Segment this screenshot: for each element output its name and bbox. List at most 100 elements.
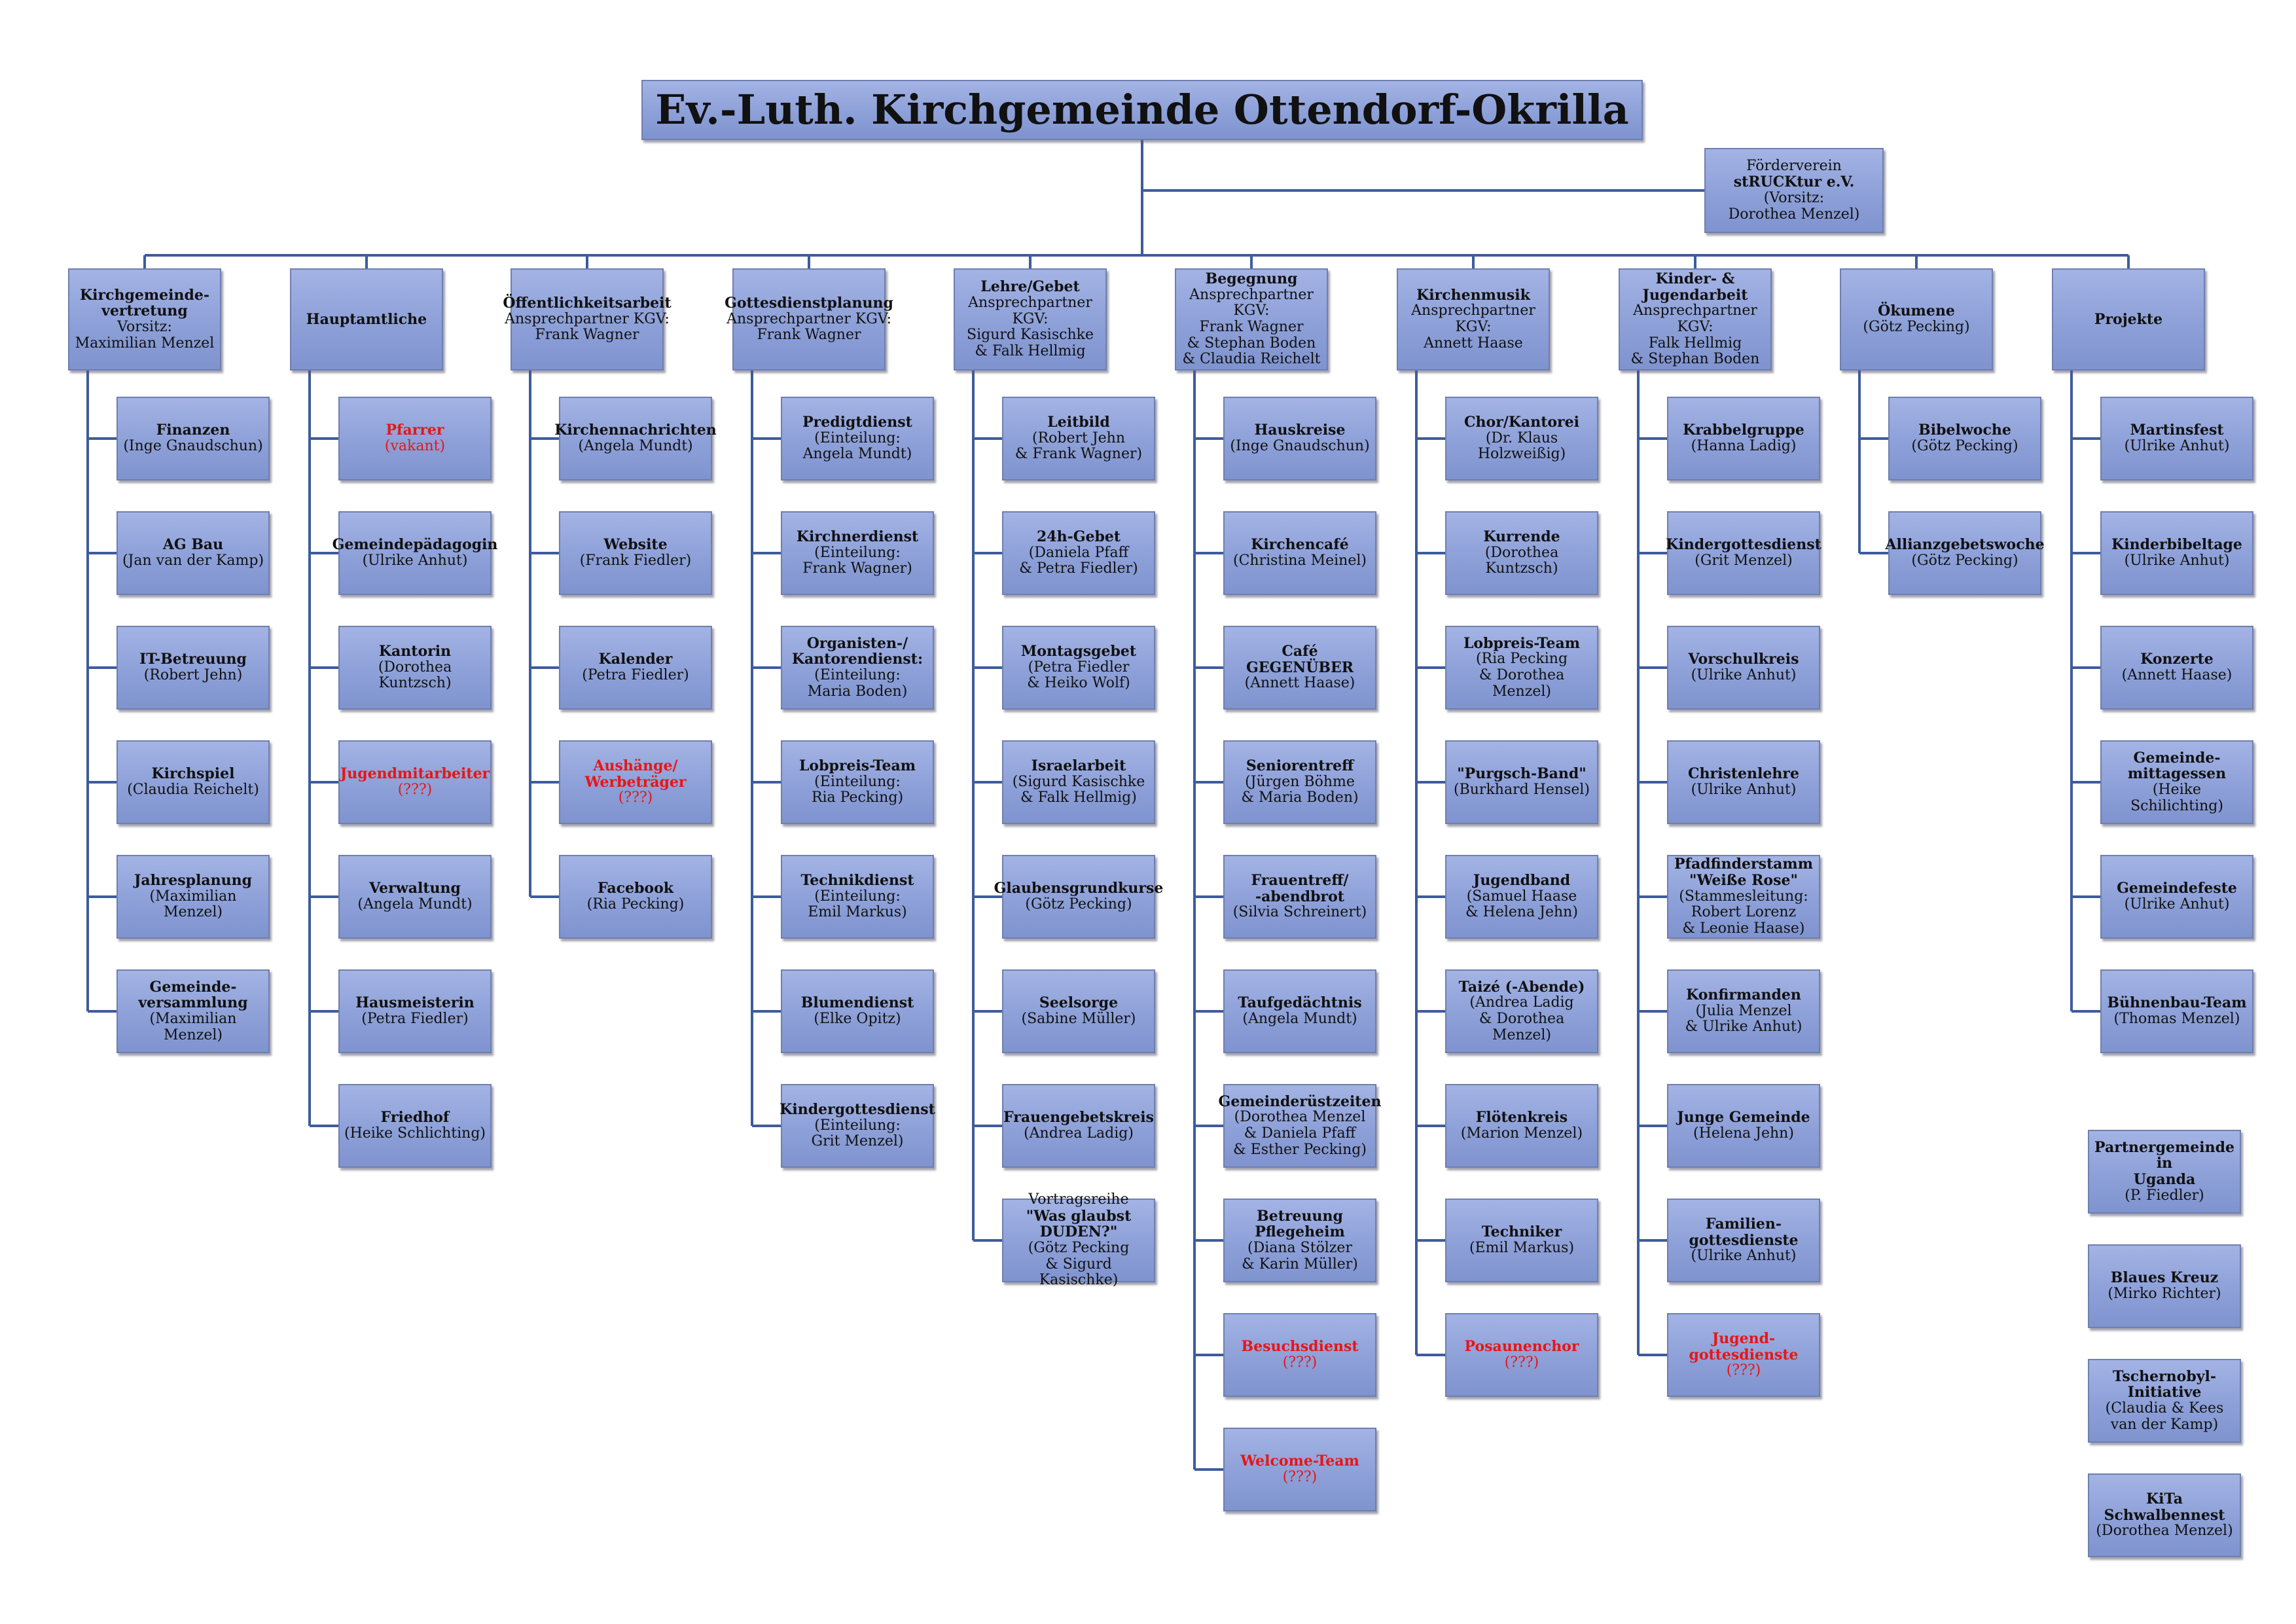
extra-project-box: Partnergemeinde in Uganda(P. Fiedler) [2088, 1130, 2241, 1214]
item-box-sub: (Ulrike Anhut) [2124, 896, 2230, 912]
item-box-sub: (???) [397, 782, 433, 798]
item-box-title: Café GEGENÜBER [1246, 643, 1354, 676]
item-box-sub: (Andrea Ladig) [1024, 1125, 1134, 1142]
item-box: Montagsgebet(Petra Fiedler & Heiko Wolf) [1002, 626, 1155, 710]
item-box-sub: (Petra Fiedler) [582, 667, 689, 683]
item-box-title: Kirchencafé [1251, 536, 1349, 554]
item-box: Gemeindepädagogin(Ulrike Anhut) [332, 511, 497, 595]
item-box: Hausmeisterin(Petra Fiedler) [338, 969, 492, 1053]
item-box-sub: (Sigurd Kasischke & Falk Hellmig) [1012, 773, 1145, 806]
item-box-title: Kurrende [1483, 528, 1560, 546]
item-box-title: Kalender [598, 651, 673, 668]
header-box-5-title: Lehre/Gebet [980, 278, 1080, 296]
item-box-title: Kirchnerdienst [796, 528, 919, 546]
item-box-sub: (Maximilian Menzel) [149, 1011, 237, 1043]
item-box-sub: (Dorothea Menzel & Daniela Pfaff & Esthe… [1233, 1109, 1367, 1158]
item-box: Frauengebetskreis(Andrea Ladig) [1002, 1084, 1155, 1168]
extra-project-box-sub: (Mirko Richter) [2108, 1286, 2221, 1302]
item-box-title: Blumendienst [800, 994, 914, 1012]
item-box-title: Kantorin [378, 643, 452, 660]
item-box-title: Flötenkreis [1475, 1109, 1568, 1127]
item-box: Pfadfinderstamm "Weiße Rose"(Stammesleit… [1667, 855, 1820, 939]
item-box-title: Kinderbibeltage [2111, 536, 2242, 554]
foerderverein-box: Förderverein stRUCKtur e.V. (Vorsitz: Do… [1704, 148, 1884, 233]
item-box-title: Hauskreise [1254, 422, 1346, 439]
item-box: Betreuung Pflegeheim(Diana Stölzer & Kar… [1223, 1199, 1376, 1282]
header-box-9-sub: (Götz Pecking) [1863, 319, 1970, 335]
item-box-sub: (Ria Pecking & Dorothea Menzel) [1475, 651, 1568, 700]
item-box-sub: (Ulrike Anhut) [1691, 667, 1797, 683]
item-box-title: "Purgsch-Band" [1457, 765, 1587, 783]
item-box: Kirchnerdienst(Einteilung: Frank Wagner) [781, 511, 934, 595]
item-box: Predigtdienst(Einteilung: Angela Mundt) [781, 397, 934, 480]
item-box-title: Israelarbeit [1031, 757, 1126, 775]
item-box-sub: (Petra Fiedler & Heiko Wolf) [1027, 659, 1130, 692]
foerderverein-line1: Förderverein [1746, 157, 1842, 174]
header-box-9: Ökumene(Götz Pecking) [1840, 268, 1993, 370]
item-box-sub: (Elke Opitz) [814, 1011, 901, 1027]
item-box-sub: (Burkhard Hensel) [1454, 782, 1590, 798]
item-box-sub: (Robert Jehn) [143, 667, 243, 683]
item-box-title: Technikdienst [800, 872, 914, 890]
item-box-sub: (Emil Markus) [1469, 1240, 1575, 1256]
item-box-title: 24h-Gebet [1036, 528, 1121, 546]
item-box-sub: (Angela Mundt) [578, 438, 693, 454]
item-box-title: Welcome-Team [1240, 1453, 1359, 1470]
item-box-pre: Vortragsreihe [1028, 1191, 1129, 1208]
chart-title: Ev.-Luth. Kirchgemeinde Ottendorf-Okrill… [655, 86, 1629, 134]
item-box: Friedhof(Heike Schlichting) [338, 1084, 492, 1168]
item-box: Kindergottesdienst(Grit Menzel) [1666, 511, 1821, 595]
item-box: Taufgedächtnis(Angela Mundt) [1223, 969, 1376, 1053]
item-box: Gemeinde- mittagessen(Heike Schilichting… [2100, 740, 2253, 824]
item-box-sub: (Silvia Schreinert) [1232, 904, 1367, 921]
item-box-title: Bibelwoche [1918, 422, 2011, 439]
item-box-sub: (Einteilung: Ria Pecking) [811, 773, 904, 806]
item-box: Flötenkreis(Marion Menzel) [1445, 1084, 1598, 1168]
item-box-sub: (???) [1504, 1354, 1539, 1371]
item-box: AG Bau(Jan van der Kamp) [117, 511, 270, 595]
item-box-sub: (Einteilung: Frank Wagner) [802, 544, 912, 577]
item-box-title: Jugendband [1473, 872, 1571, 890]
item-box-title: Gemeindefeste [2117, 880, 2237, 897]
item-box-title: Posaunenchor [1464, 1338, 1579, 1356]
item-box: Seelsorge(Sabine Müller) [1002, 969, 1155, 1053]
item-box-title: Jahresplanung [134, 872, 252, 890]
header-box-3-title: Öffentlichkeitsarbeit [503, 295, 672, 312]
item-box: Besuchsdienst(???) [1223, 1313, 1376, 1397]
item-box: Facebook(Ria Pecking) [559, 855, 712, 939]
item-box: Martinsfest(Ulrike Anhut) [2100, 397, 2253, 480]
item-box: Organisten-/ Kantorendienst:(Einteilung:… [781, 626, 934, 710]
item-box: Kirchennachrichten(Angela Mundt) [554, 397, 717, 480]
header-box-8-title: Kinder- & Jugendarbeit [1642, 270, 1748, 304]
item-box-sub: (Ulrike Anhut) [1691, 1248, 1797, 1265]
item-box-sub: (Dorothea Kuntzsch) [1484, 544, 1559, 577]
item-box-sub: (Frank Fiedler) [579, 552, 692, 569]
item-box: Welcome-Team(???) [1223, 1428, 1376, 1511]
item-box-sub: (Stammesleitung: Robert Lorenz & Leonie … [1679, 888, 1808, 937]
item-box: Café GEGENÜBER(Annett Haase) [1223, 626, 1376, 710]
header-box-10: Projekte [2052, 268, 2205, 370]
item-box-title: Website [603, 536, 668, 554]
item-box: Techniker(Emil Markus) [1445, 1199, 1598, 1282]
item-box: 24h-Gebet(Daniela Pfaff & Petra Fiedler) [1002, 511, 1155, 595]
item-box-sub: (Ulrike Anhut) [2124, 552, 2230, 569]
item-box: Kantorin(Dorothea Kuntzsch) [338, 626, 492, 710]
item-box: Junge Gemeinde(Helena Jehn) [1667, 1084, 1820, 1168]
item-box-title: Gemeinderüstzeiten [1218, 1092, 1382, 1110]
item-box-title: Betreuung Pflegeheim [1255, 1207, 1345, 1241]
header-box-1-title: Kirchgemeinde- vertretung [80, 286, 209, 320]
item-box-title: Finanzen [156, 422, 230, 439]
item-box: Lobpreis-Team(Ria Pecking & Dorothea Men… [1445, 626, 1598, 710]
item-box: Kinderbibeltage(Ulrike Anhut) [2100, 511, 2253, 595]
item-box: Taizé (-Abende)(Andrea Ladig & Dorothea … [1445, 969, 1598, 1053]
item-box-title: Jugend- gottesdienste [1689, 1330, 1799, 1363]
item-box-sub: (Robert Jehn & Frank Wagner) [1014, 429, 1143, 463]
item-box: Vortragsreihe"Was glaubst DUDEN?"(Götz P… [1002, 1191, 1155, 1288]
item-box: Website(Frank Fiedler) [559, 511, 712, 595]
item-box-sub: (Helena Jehn) [1693, 1125, 1794, 1142]
header-box-7-sub: Ansprechpartner KGV: Annett Haase [1411, 302, 1535, 352]
